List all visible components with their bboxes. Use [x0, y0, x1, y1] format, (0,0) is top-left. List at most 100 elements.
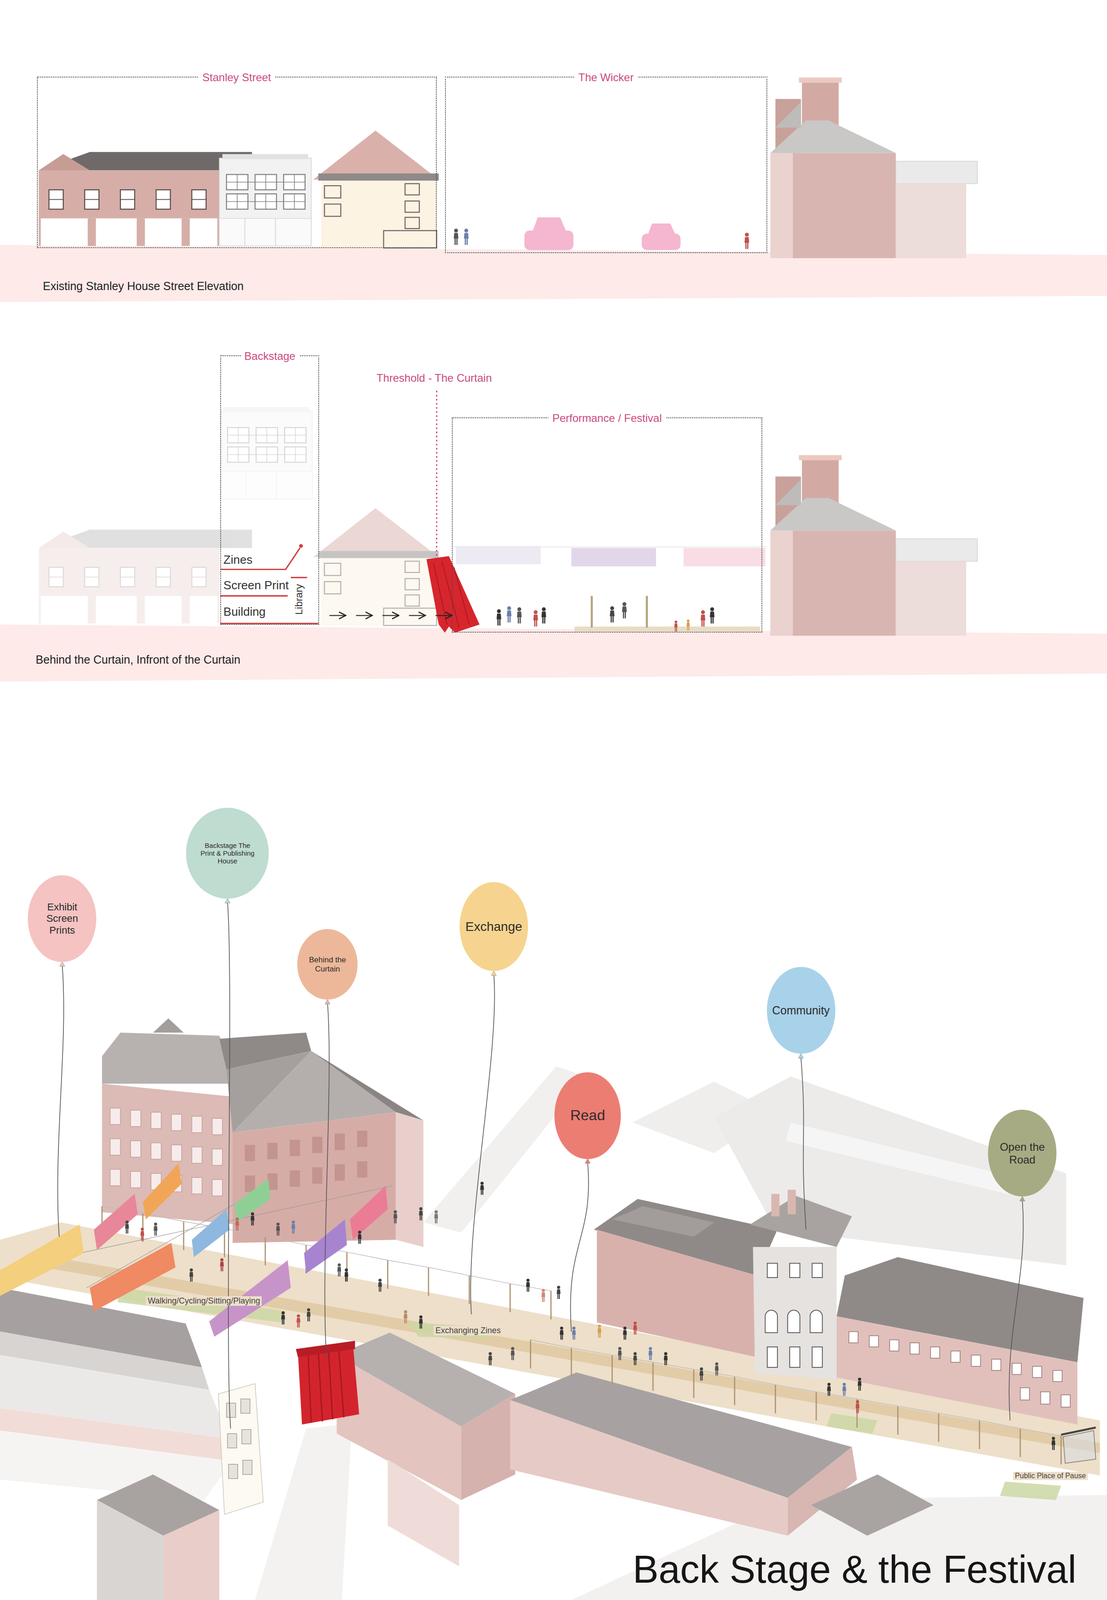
- festival-figures: [621, 601, 627, 619]
- foreground-buildings: [0, 1430, 233, 1500]
- hipped-building: [219, 1032, 424, 1247]
- hipped-building: [334, 1163, 345, 1181]
- annotation-label: Exchanging Zines: [433, 1325, 503, 1335]
- festival-figures: [541, 606, 547, 624]
- festival-people: [526, 1277, 530, 1292]
- faded-corner-house: [313, 507, 439, 626]
- curtain: [433, 560, 470, 627]
- festival-people: [699, 1366, 704, 1381]
- stanley-house-elevation: [244, 218, 276, 246]
- wicker-buildings: [1012, 1362, 1022, 1375]
- stanley-house: [191, 1146, 202, 1164]
- festival-people: [827, 1382, 831, 1396]
- festival-people: [633, 1320, 637, 1335]
- wicker-buildings: [767, 1262, 778, 1278]
- wicker-buildings: [971, 1354, 981, 1366]
- stanley-house-elevation: [226, 174, 306, 210]
- festival-people: [855, 1399, 860, 1413]
- backstage-marks: [290, 576, 308, 579]
- stanley-house-elevation: [219, 154, 311, 246]
- stanley-house: [130, 1170, 141, 1188]
- foreground-buildings: [163, 1509, 220, 1600]
- festival-people: [480, 1181, 484, 1195]
- festival-figures: [709, 606, 715, 624]
- zone-heading: Backstage: [240, 349, 300, 363]
- wicker-buildings: [787, 1309, 801, 1333]
- wicker-building: [770, 77, 978, 259]
- festival-people: [857, 1376, 862, 1391]
- stanley-house: [102, 1083, 237, 1225]
- festival-people: [559, 1326, 564, 1340]
- stanley-house: [130, 1140, 141, 1157]
- stanley-house: [171, 1113, 182, 1131]
- backstage-marks: [220, 594, 288, 597]
- festival-people: [220, 1257, 224, 1272]
- hipped-building: [356, 1130, 368, 1147]
- posts-and-ropes: [530, 1339, 1062, 1436]
- terrace-building: [181, 218, 190, 246]
- balloon-string: [57, 964, 64, 1237]
- foreground-buildings: [227, 1432, 237, 1448]
- hipped-building: [232, 1112, 396, 1243]
- street: [826, 1412, 878, 1434]
- festival-figures: [506, 605, 512, 623]
- festival-people: [124, 1220, 129, 1234]
- festival-people: [124, 1181, 1056, 1450]
- terrace-building: [48, 189, 207, 210]
- balloon-string: [227, 901, 231, 1428]
- corner-house: [324, 183, 437, 249]
- car: [524, 230, 574, 251]
- hipped-building: [244, 1144, 255, 1161]
- stanley-house: [110, 1169, 121, 1186]
- bus-shelter: [1060, 1427, 1096, 1435]
- festival-people: [419, 1314, 423, 1329]
- foreground-buildings: [243, 1459, 253, 1474]
- stanley-house-elevation: [219, 158, 311, 246]
- axonometric-ground: [254, 1422, 352, 1600]
- wicker-building: [770, 455, 978, 636]
- hipped-building: [395, 1112, 424, 1247]
- stanley-house: [110, 1138, 121, 1155]
- terrace-building: [87, 218, 96, 246]
- curtain: [308, 1348, 344, 1423]
- festival-people: [633, 1351, 637, 1366]
- wicker-buildings: [930, 1346, 940, 1358]
- zone-frame: Stanley Street: [36, 76, 437, 249]
- balloon-body: [766, 966, 836, 1054]
- car: [532, 217, 567, 232]
- wicker-buildings: [836, 1315, 1078, 1424]
- stanley-house: [212, 1117, 223, 1135]
- foreground-buildings: [387, 1458, 460, 1566]
- balloon-tag: Behind the Curtain: [296, 928, 358, 1000]
- festival-people: [337, 1262, 342, 1277]
- foreground-buildings: [811, 1474, 934, 1536]
- car: [641, 233, 681, 250]
- street-figures: [453, 228, 459, 245]
- festival-figures: [496, 601, 715, 632]
- posts-and-ropes: [102, 1205, 1062, 1464]
- festival-people: [153, 1221, 158, 1236]
- balloon-tag: Exchange: [459, 881, 529, 972]
- flow-arrow: [319, 614, 452, 616]
- wicker-building: [792, 153, 896, 259]
- foreground-buildings: [226, 1398, 253, 1479]
- corner-house: [404, 201, 420, 213]
- wicker-buildings: [612, 1205, 715, 1237]
- festival-people: [306, 1307, 311, 1321]
- festival-figures: [610, 605, 615, 623]
- balloon-string: [470, 974, 495, 1314]
- wicker-building: [770, 153, 793, 259]
- hipped-building: [312, 1166, 323, 1184]
- annotation-label: Existing Stanley House Street Elevation: [42, 279, 244, 293]
- hipped-building: [334, 1133, 345, 1150]
- balloon-body: [27, 874, 97, 962]
- terrace-building: [87, 218, 190, 246]
- balloon-body: [988, 1109, 1057, 1196]
- festival-people: [357, 1230, 362, 1244]
- corner-house: [383, 230, 437, 249]
- festival-people: [663, 1351, 668, 1366]
- festival-people: [510, 1346, 515, 1360]
- annotation-label: Screen Print: [223, 578, 289, 593]
- festival-people: [393, 1210, 398, 1224]
